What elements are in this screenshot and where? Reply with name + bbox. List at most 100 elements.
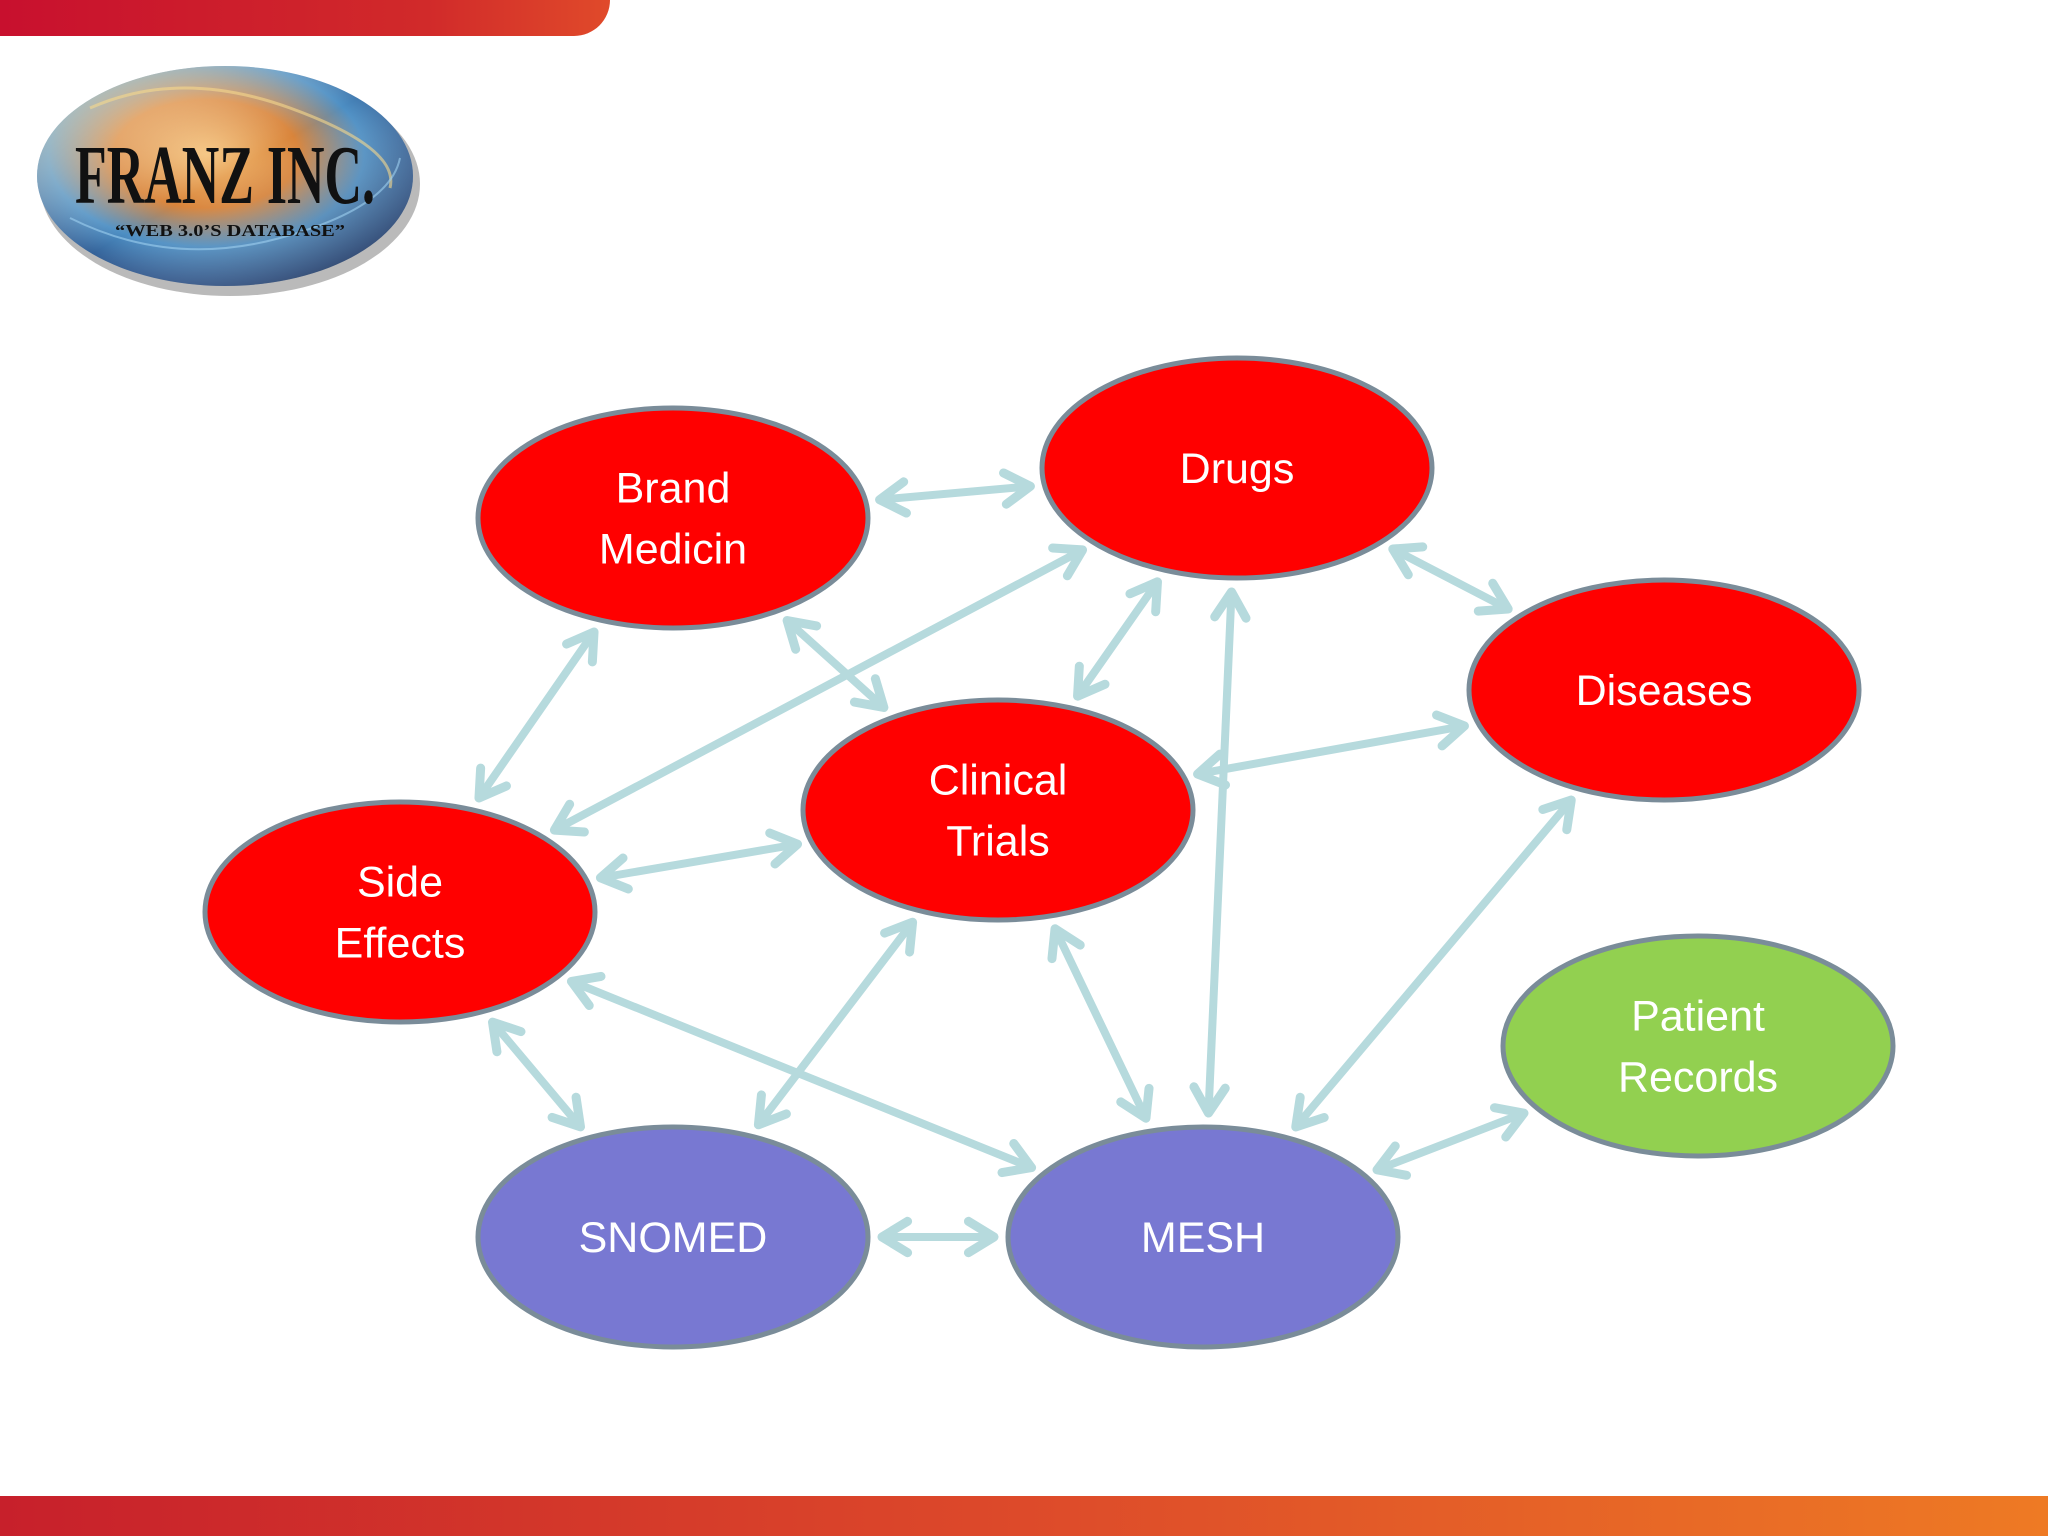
bottom-accent-bar xyxy=(0,1496,2048,1536)
edge-line xyxy=(550,545,1087,835)
arrowhead xyxy=(1047,924,1085,964)
edge-brand-side xyxy=(474,627,599,803)
arrowhead xyxy=(566,971,606,1011)
logo-swirl-2 xyxy=(69,157,401,251)
arrowhead xyxy=(1193,749,1230,790)
arrowhead xyxy=(1489,1103,1529,1142)
node-snomed-label-line-1: SNOMED xyxy=(579,1214,768,1262)
node-brand-shape xyxy=(475,405,871,631)
arrowhead xyxy=(1432,710,1469,751)
edge-brand-clinical xyxy=(782,616,889,712)
arrowhead xyxy=(877,1216,913,1258)
arrowhead xyxy=(1073,661,1110,701)
node-clinical-label-line-1: Clinical xyxy=(929,757,1068,805)
edge-side-clinical xyxy=(595,828,803,894)
node-drugs: Drugs xyxy=(1039,355,1435,581)
node-side-shape xyxy=(202,799,598,1025)
node-drugs-shape xyxy=(1039,355,1435,581)
edge-line xyxy=(875,482,1035,504)
edge-line xyxy=(474,627,599,803)
arrowhead xyxy=(1210,587,1251,623)
node-mesh: MESH xyxy=(1005,1124,1401,1350)
edge-clinical-drugs xyxy=(1073,577,1162,701)
edge-side-snomed xyxy=(488,1017,585,1132)
edge-line xyxy=(754,918,917,1129)
arrowhead xyxy=(999,468,1035,509)
node-side-label-line-1: Side xyxy=(357,859,443,907)
edge-side-drugs xyxy=(549,543,1088,837)
arrowhead xyxy=(1372,1141,1412,1180)
edge-clinical-mesh xyxy=(1047,924,1154,1123)
node-patient-label-line-2: Records xyxy=(1618,1054,1778,1102)
arrowhead xyxy=(765,828,803,869)
arrowhead xyxy=(1291,1092,1329,1132)
edge-line xyxy=(1291,796,1576,1131)
node-brand-label-line-1: Brand xyxy=(616,465,731,513)
node-drugs-label-line-1: Drugs xyxy=(1180,445,1295,493)
edge-line xyxy=(1373,1109,1528,1174)
arrowhead xyxy=(997,1138,1037,1178)
logo-tagline: “WEB 3.0’S DATABASE” xyxy=(115,221,345,240)
arrowhead xyxy=(782,616,822,654)
edge-line xyxy=(488,1018,585,1131)
edge-line xyxy=(1388,545,1513,613)
arrowhead xyxy=(1388,542,1428,580)
node-mesh-label-line-1: MESH xyxy=(1141,1214,1265,1262)
edge-clinical-snomed xyxy=(753,917,918,1130)
arrowhead xyxy=(1473,578,1513,616)
node-diseases-label-line-1: Diseases xyxy=(1576,667,1753,715)
edge-diseases-mesh xyxy=(1291,795,1576,1132)
node-snomed-shape xyxy=(475,1124,871,1350)
arrowhead xyxy=(474,763,511,803)
edge-brand-drugs xyxy=(875,468,1035,518)
arrowhead xyxy=(547,1092,585,1132)
arrowhead xyxy=(1048,543,1088,581)
arrowhead xyxy=(1125,577,1162,617)
arrowhead xyxy=(549,799,589,837)
arrowhead xyxy=(875,477,911,518)
node-diseases-shape xyxy=(1466,577,1862,803)
arrowhead xyxy=(880,917,918,957)
arrowhead xyxy=(1538,795,1576,835)
franz-logo: FRANZ INC. “WEB 3.0’S DATABASE” xyxy=(37,66,420,296)
arrowhead xyxy=(595,853,633,894)
node-patient-shape xyxy=(1500,933,1896,1159)
edge-drugs-mesh xyxy=(1189,587,1251,1118)
node-brand-label-line-2: Medicin xyxy=(599,526,747,574)
edge-mesh-patient xyxy=(1372,1103,1529,1180)
node-side-label-line-2: Effects xyxy=(335,920,466,968)
arrowhead xyxy=(753,1090,791,1130)
arrowhead xyxy=(1189,1082,1230,1118)
top-accent-bar xyxy=(0,0,610,36)
edge-snomed-mesh xyxy=(877,1216,999,1258)
edge-drugs-diseases xyxy=(1388,542,1513,616)
node-clinical-label-line-2: Trials xyxy=(946,818,1050,866)
edge-line xyxy=(1051,924,1150,1123)
logo-name: FRANZ INC. xyxy=(75,129,375,222)
logo-swirl xyxy=(89,86,393,189)
edge-line xyxy=(1193,721,1469,779)
node-layer: BrandMedicinDrugsDiseasesClinicalTrialsS… xyxy=(202,355,1896,1350)
arrowhead xyxy=(562,627,599,667)
edge-clinical-diseases xyxy=(1193,710,1469,790)
edge-line xyxy=(783,616,888,712)
node-patient-label-line-1: Patient xyxy=(1631,993,1765,1041)
edge-layer xyxy=(474,468,1576,1258)
arrowhead xyxy=(963,1216,999,1258)
edge-line xyxy=(596,840,802,882)
edge-line xyxy=(1204,587,1236,1118)
node-clinical-shape xyxy=(800,697,1196,923)
edge-line xyxy=(1073,577,1162,701)
arrowhead xyxy=(849,674,889,712)
node-snomed: SNOMED xyxy=(475,1124,871,1350)
node-diseases: Diseases xyxy=(1466,577,1862,803)
arrowhead xyxy=(488,1017,526,1057)
node-mesh-shape xyxy=(1005,1124,1401,1350)
arrowhead xyxy=(1116,1083,1154,1123)
